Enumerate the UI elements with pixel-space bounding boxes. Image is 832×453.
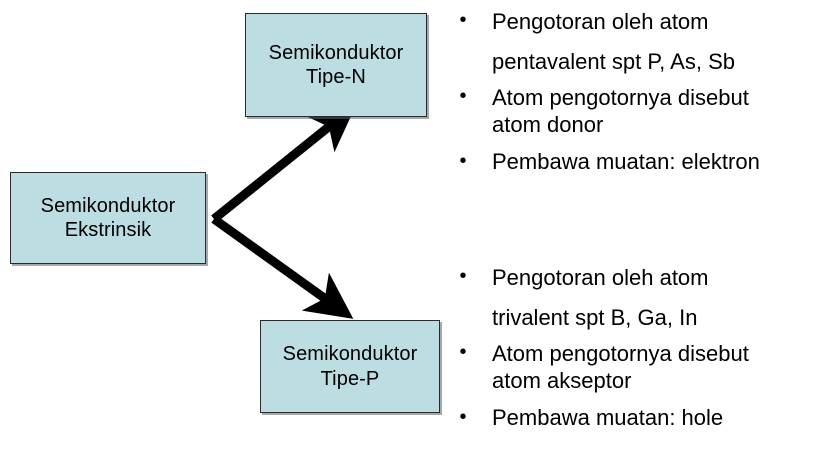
node-ptype-line1: Semikonduktor [282, 343, 418, 366]
node-ntype-line2: Tipe-N [306, 66, 366, 88]
node-semikonduktor-tipe-p[interactable]: Semikonduktor Tipe-P [260, 320, 440, 413]
node-root-line1: Semikonduktor [40, 194, 176, 217]
arrow-to-ntype [211, 104, 357, 223]
list-item: • Pengotoran oleh atom pentavalent spt P… [450, 2, 830, 82]
list-item-line: Pembawa muatan: elektron [492, 148, 760, 174]
bullet-group-ptype: • Pengotoran oleh atom trivalent spt B, … [450, 258, 830, 432]
list-item: • Atom pengotornya disebut atom donor [450, 84, 830, 139]
bullet-icon: • [459, 405, 467, 428]
bullet-icon: • [459, 149, 467, 172]
list-item-line: Pengotoran oleh atom [492, 9, 709, 34]
list-item-line: atom donor [492, 112, 604, 138]
bullet-icon: • [459, 265, 467, 287]
list-item-line: trivalent spt B, Ga, In [492, 305, 698, 331]
list-item-line: Pembawa muatan: hole [492, 404, 724, 430]
list-item: • Atom pengotornya disebut atom akseptor [450, 340, 830, 395]
bullet-icon: • [459, 85, 467, 108]
node-ptype-line2: Tipe-P [320, 367, 380, 390]
node-semikonduktor-tipe-n[interactable]: Semikonduktor Tipe-N [245, 13, 427, 117]
bullet-icon: • [459, 9, 467, 31]
list-item-line: Atom pengotornya disebut [492, 85, 749, 111]
node-semikonduktor-ekstrinsik[interactable]: Semikonduktor Ekstrinsik [10, 172, 206, 264]
node-ntype-line1: Semikonduktor [268, 41, 404, 64]
arrow-to-ptype [211, 215, 354, 319]
node-root-line2: Ekstrinsik [64, 219, 152, 241]
bullet-group-ntype: • Pengotoran oleh atom pentavalent spt P… [450, 2, 830, 176]
list-item-line: Pengotoran oleh atom [492, 265, 709, 290]
list-item: • Pengotoran oleh atom trivalent spt B, … [450, 258, 830, 338]
list-item-line: pentavalent spt P, As, Sb [492, 49, 735, 75]
list-item: • Pembawa muatan: elektron [450, 148, 830, 177]
list-item-line: atom akseptor [492, 368, 632, 394]
bullet-icon: • [459, 341, 467, 364]
list-item: • Pembawa muatan: hole [450, 404, 830, 433]
list-item-line: Atom pengotornya disebut [492, 341, 749, 367]
